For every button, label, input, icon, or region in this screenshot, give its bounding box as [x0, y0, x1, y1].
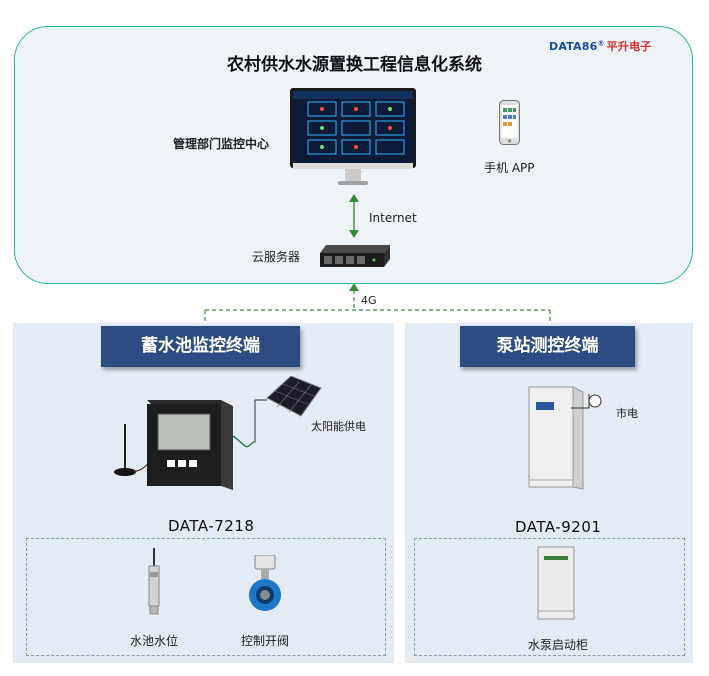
internet-label: Internet — [369, 211, 417, 225]
mains-power-label: 市电 — [616, 405, 638, 421]
rtu-model-label: DATA-7218 — [168, 517, 254, 535]
phone-icon — [499, 100, 521, 146]
rtu-device-icon — [105, 376, 325, 496]
water-level-sensor-icon — [143, 548, 165, 620]
control-valve-label: 控制开阀 — [241, 632, 289, 649]
pump-starter-cabinet-icon — [537, 546, 577, 622]
reservoir-terminal-header: 蓄水池监控终端 — [101, 326, 300, 367]
pump-station-header: 泵站测控终端 — [460, 326, 635, 367]
server-icon — [318, 245, 390, 269]
reservoir-sensors-group — [26, 538, 386, 656]
logo-reg: ® — [597, 39, 604, 47]
control-valve-icon — [245, 555, 285, 615]
mobile-app-label: 手机 APP — [484, 159, 535, 176]
mains-power-line — [571, 392, 611, 416]
company-logo: DATA86®平升电子 — [549, 38, 651, 54]
internet-arrow-icon — [347, 194, 361, 238]
solar-power-label: 太阳能供电 — [311, 418, 366, 434]
logo-cn: 平升电子 — [607, 40, 652, 53]
4g-label: 4G — [361, 294, 377, 307]
cloud-server-label: 云服务器 — [252, 248, 300, 265]
4g-link-lines — [0, 280, 709, 326]
pump-starter-label: 水泵启动柜 — [528, 636, 588, 653]
management-center-label: 管理部门监控中心 — [173, 135, 269, 152]
logo-text: DATA86 — [549, 40, 597, 53]
pump-model-label: DATA-9201 — [515, 518, 601, 536]
monitor-icon — [290, 88, 420, 193]
water-level-label: 水池水位 — [130, 632, 178, 649]
